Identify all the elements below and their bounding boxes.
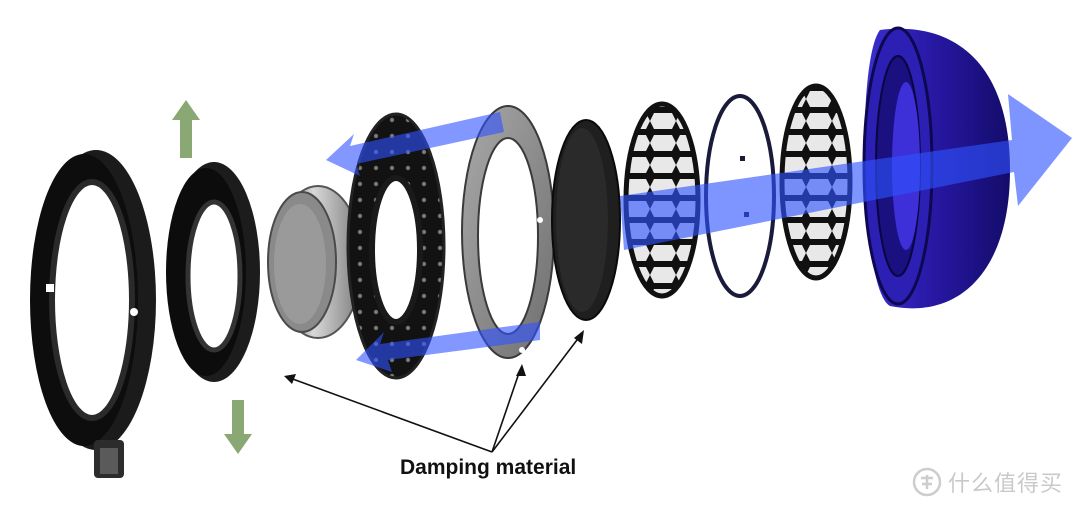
outer-mount-ring <box>30 150 156 478</box>
clamp-ring <box>166 162 260 382</box>
airflow-arrow-right <box>620 94 1072 250</box>
down-arrow-icon <box>224 400 252 454</box>
airflow-arrow-left-lower <box>356 322 540 372</box>
airflow-arrow-left-upper <box>326 112 504 176</box>
up-arrow-icon <box>172 100 200 158</box>
damping-material-label: Damping material <box>400 456 577 479</box>
gasket-ring <box>461 105 555 359</box>
zhi-logo-icon <box>912 467 942 497</box>
watermark: 什么值得买 <box>912 466 1063 498</box>
driver-cup <box>267 185 363 339</box>
dark-damping-disk <box>551 119 621 321</box>
annotation-pointers <box>284 330 584 453</box>
watermark-text: 什么值得买 <box>948 472 1064 497</box>
perforated-disk <box>346 112 446 380</box>
